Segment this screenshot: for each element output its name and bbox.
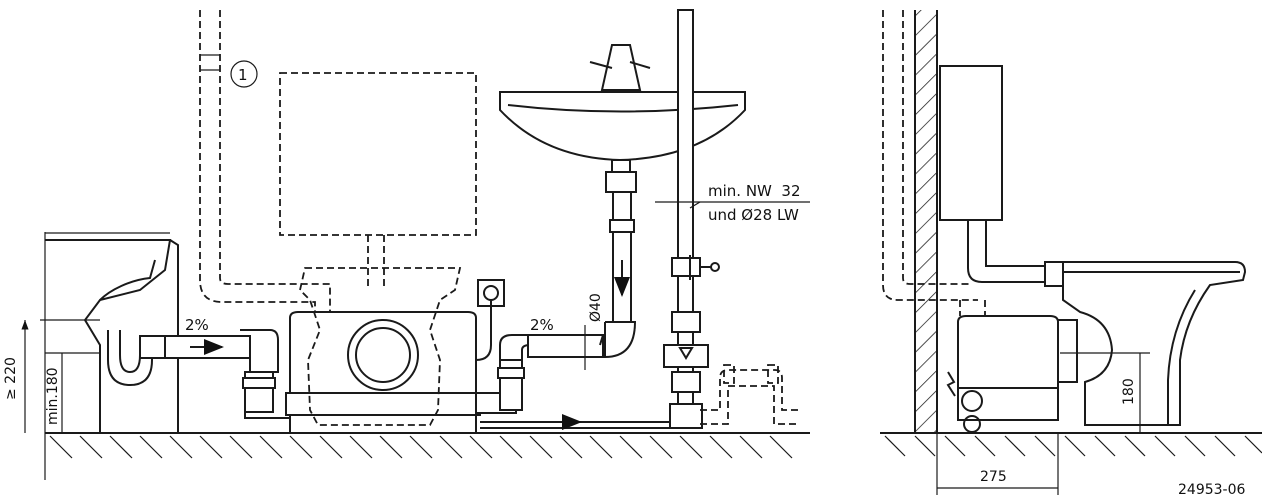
side-dimensions	[936, 352, 1150, 495]
pipe-spec-leader	[655, 201, 810, 209]
left-fixture	[45, 232, 179, 433]
vent-pipe-side	[882, 10, 978, 301]
slope-right-label: 2%	[530, 316, 554, 334]
lifting-unit	[285, 311, 481, 434]
height-dimensions	[21, 232, 100, 480]
vent-pipe	[199, 10, 331, 312]
callout-1-label: 1	[238, 66, 248, 84]
height-min180-label: min.180	[45, 367, 61, 425]
lifting-unit-side	[946, 300, 1059, 433]
diameter-label: Ø40	[588, 293, 604, 322]
slope-left-label: 2%	[185, 316, 209, 334]
toilet-outline-front	[279, 72, 477, 426]
water-supply-pipe	[663, 9, 720, 429]
washbasin	[499, 44, 746, 359]
outlet-pipe	[475, 334, 670, 430]
cistern-side	[939, 65, 1064, 287]
side-width-label: 275	[980, 469, 1007, 485]
toilet-side	[1054, 261, 1247, 426]
inlet-pipe-left	[164, 329, 290, 419]
dashed-connection	[700, 364, 800, 425]
floor-front	[45, 432, 810, 459]
callout-1: 1	[230, 60, 258, 88]
floor-side	[880, 432, 1262, 457]
height-min-220-label: ≥ 220	[3, 357, 19, 400]
pipe-spec-line1: min. NW 32	[708, 182, 801, 200]
drawing-number: 24953-06	[1178, 482, 1245, 498]
side-height-label: 180	[1121, 378, 1137, 405]
electrical-socket	[475, 279, 505, 361]
wall-side	[914, 10, 938, 433]
pipe-spec-line2: und Ø28 LW	[708, 206, 799, 224]
